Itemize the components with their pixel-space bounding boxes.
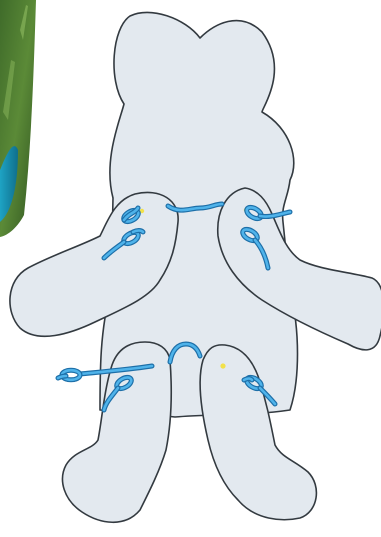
lace-hole[interactable] [220,363,225,368]
corner-photo [0,0,36,237]
